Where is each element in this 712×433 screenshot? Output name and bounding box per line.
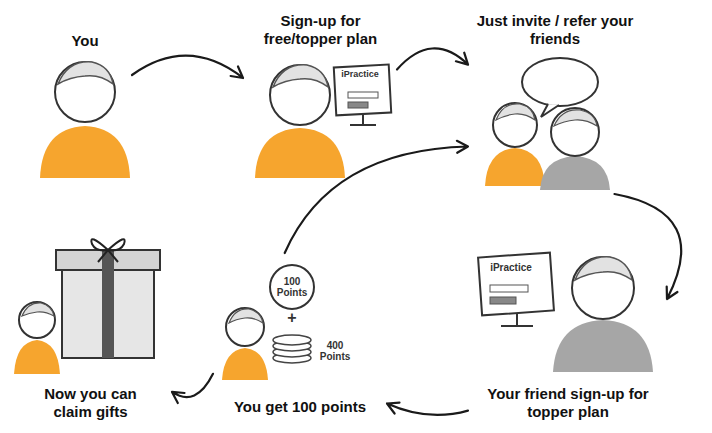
stage-caption: You <box>45 32 125 50</box>
stage-node: You <box>40 30 130 180</box>
points-badge <box>270 265 314 309</box>
stage-caption: Sign-up for free/topper plan <box>248 12 393 48</box>
stage-caption: Just invite / refer your friends <box>475 12 635 48</box>
coin-stack <box>273 335 311 363</box>
stage-caption: Your friend sign-up for topper plan <box>483 385 653 421</box>
person-figure <box>255 65 345 178</box>
sketch-label: iPractice <box>486 262 536 274</box>
gift-box <box>56 239 160 358</box>
speech-bubble <box>522 58 598 117</box>
person-figure <box>14 302 60 374</box>
friend-figure <box>540 108 610 190</box>
friend-figure <box>553 257 653 372</box>
stage-node: Sign-up for free/topper plan <box>245 10 395 180</box>
curved-arrow <box>387 403 468 415</box>
person-figure <box>485 103 545 186</box>
person-figure <box>222 308 268 380</box>
curved-arrow <box>285 141 468 253</box>
curved-arrow <box>172 374 213 403</box>
stage-caption: Now you can claim gifts <box>33 385 148 421</box>
curved-arrow <box>615 194 682 299</box>
curved-arrow <box>397 48 468 69</box>
sketch-label: 400 Points <box>315 340 355 362</box>
stage-node: Now you can claim gifts <box>10 230 170 425</box>
computer-monitor <box>478 253 554 326</box>
stage-caption: You get 100 points <box>217 398 383 416</box>
curved-arrow <box>132 56 243 78</box>
sketch-label: + <box>284 309 300 327</box>
stage-node: Just invite / refer your friends <box>470 10 640 192</box>
sketch-label: 100 Points <box>270 276 314 298</box>
computer-monitor <box>334 65 391 125</box>
sketch-label: iPractice <box>338 69 382 80</box>
person-figure <box>40 62 130 178</box>
